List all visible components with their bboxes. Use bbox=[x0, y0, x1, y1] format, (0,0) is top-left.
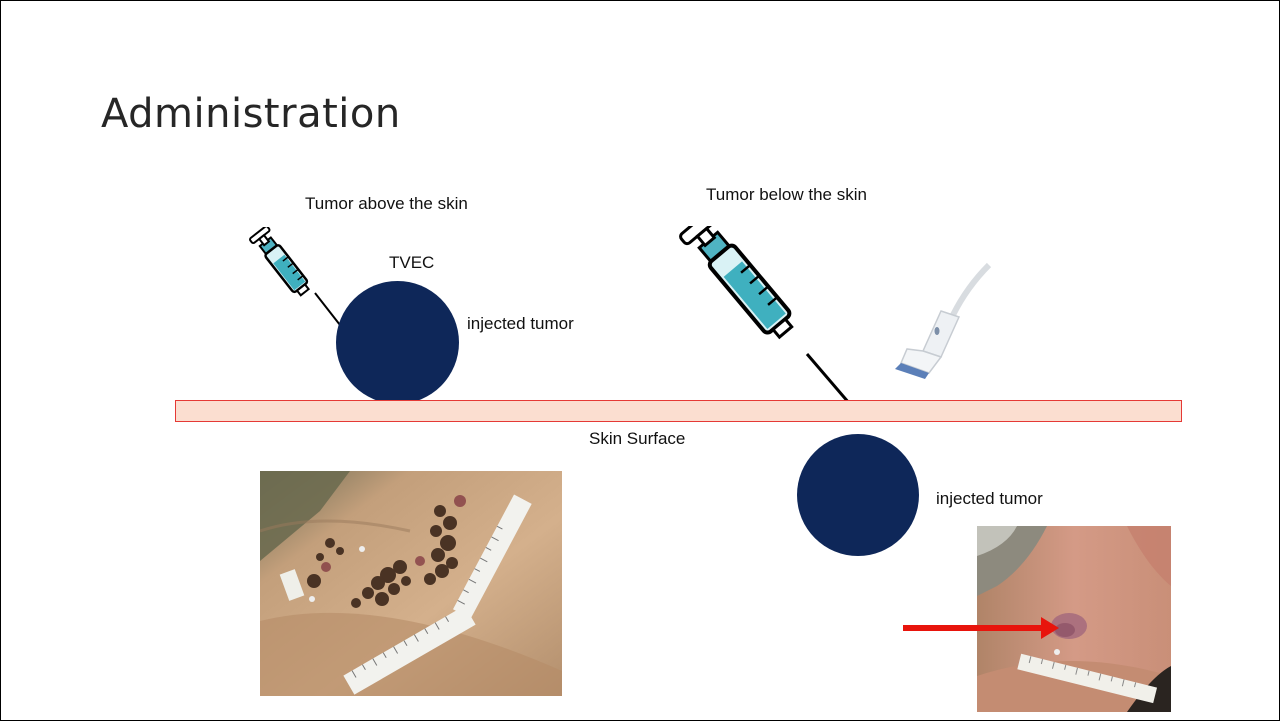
syringe-icon bbox=[677, 226, 857, 406]
tvec-label: TVEC bbox=[389, 253, 434, 273]
red-arrow-icon bbox=[903, 617, 1063, 639]
skin-surface-label: Skin Surface bbox=[589, 429, 685, 449]
slide-title: Administration bbox=[101, 91, 401, 137]
tumor-below-skin bbox=[797, 434, 919, 556]
skin-surface-band bbox=[175, 400, 1182, 422]
left-tumor-label: injected tumor bbox=[467, 314, 574, 334]
ultrasound-probe-icon bbox=[879, 259, 999, 384]
right-tumor-label: injected tumor bbox=[936, 489, 1043, 509]
right-heading: Tumor below the skin bbox=[706, 185, 867, 205]
syringe-icon bbox=[245, 227, 345, 327]
tumor-above-skin bbox=[336, 281, 459, 404]
skin-lesions-photo bbox=[260, 471, 562, 696]
left-heading: Tumor above the skin bbox=[305, 194, 468, 214]
